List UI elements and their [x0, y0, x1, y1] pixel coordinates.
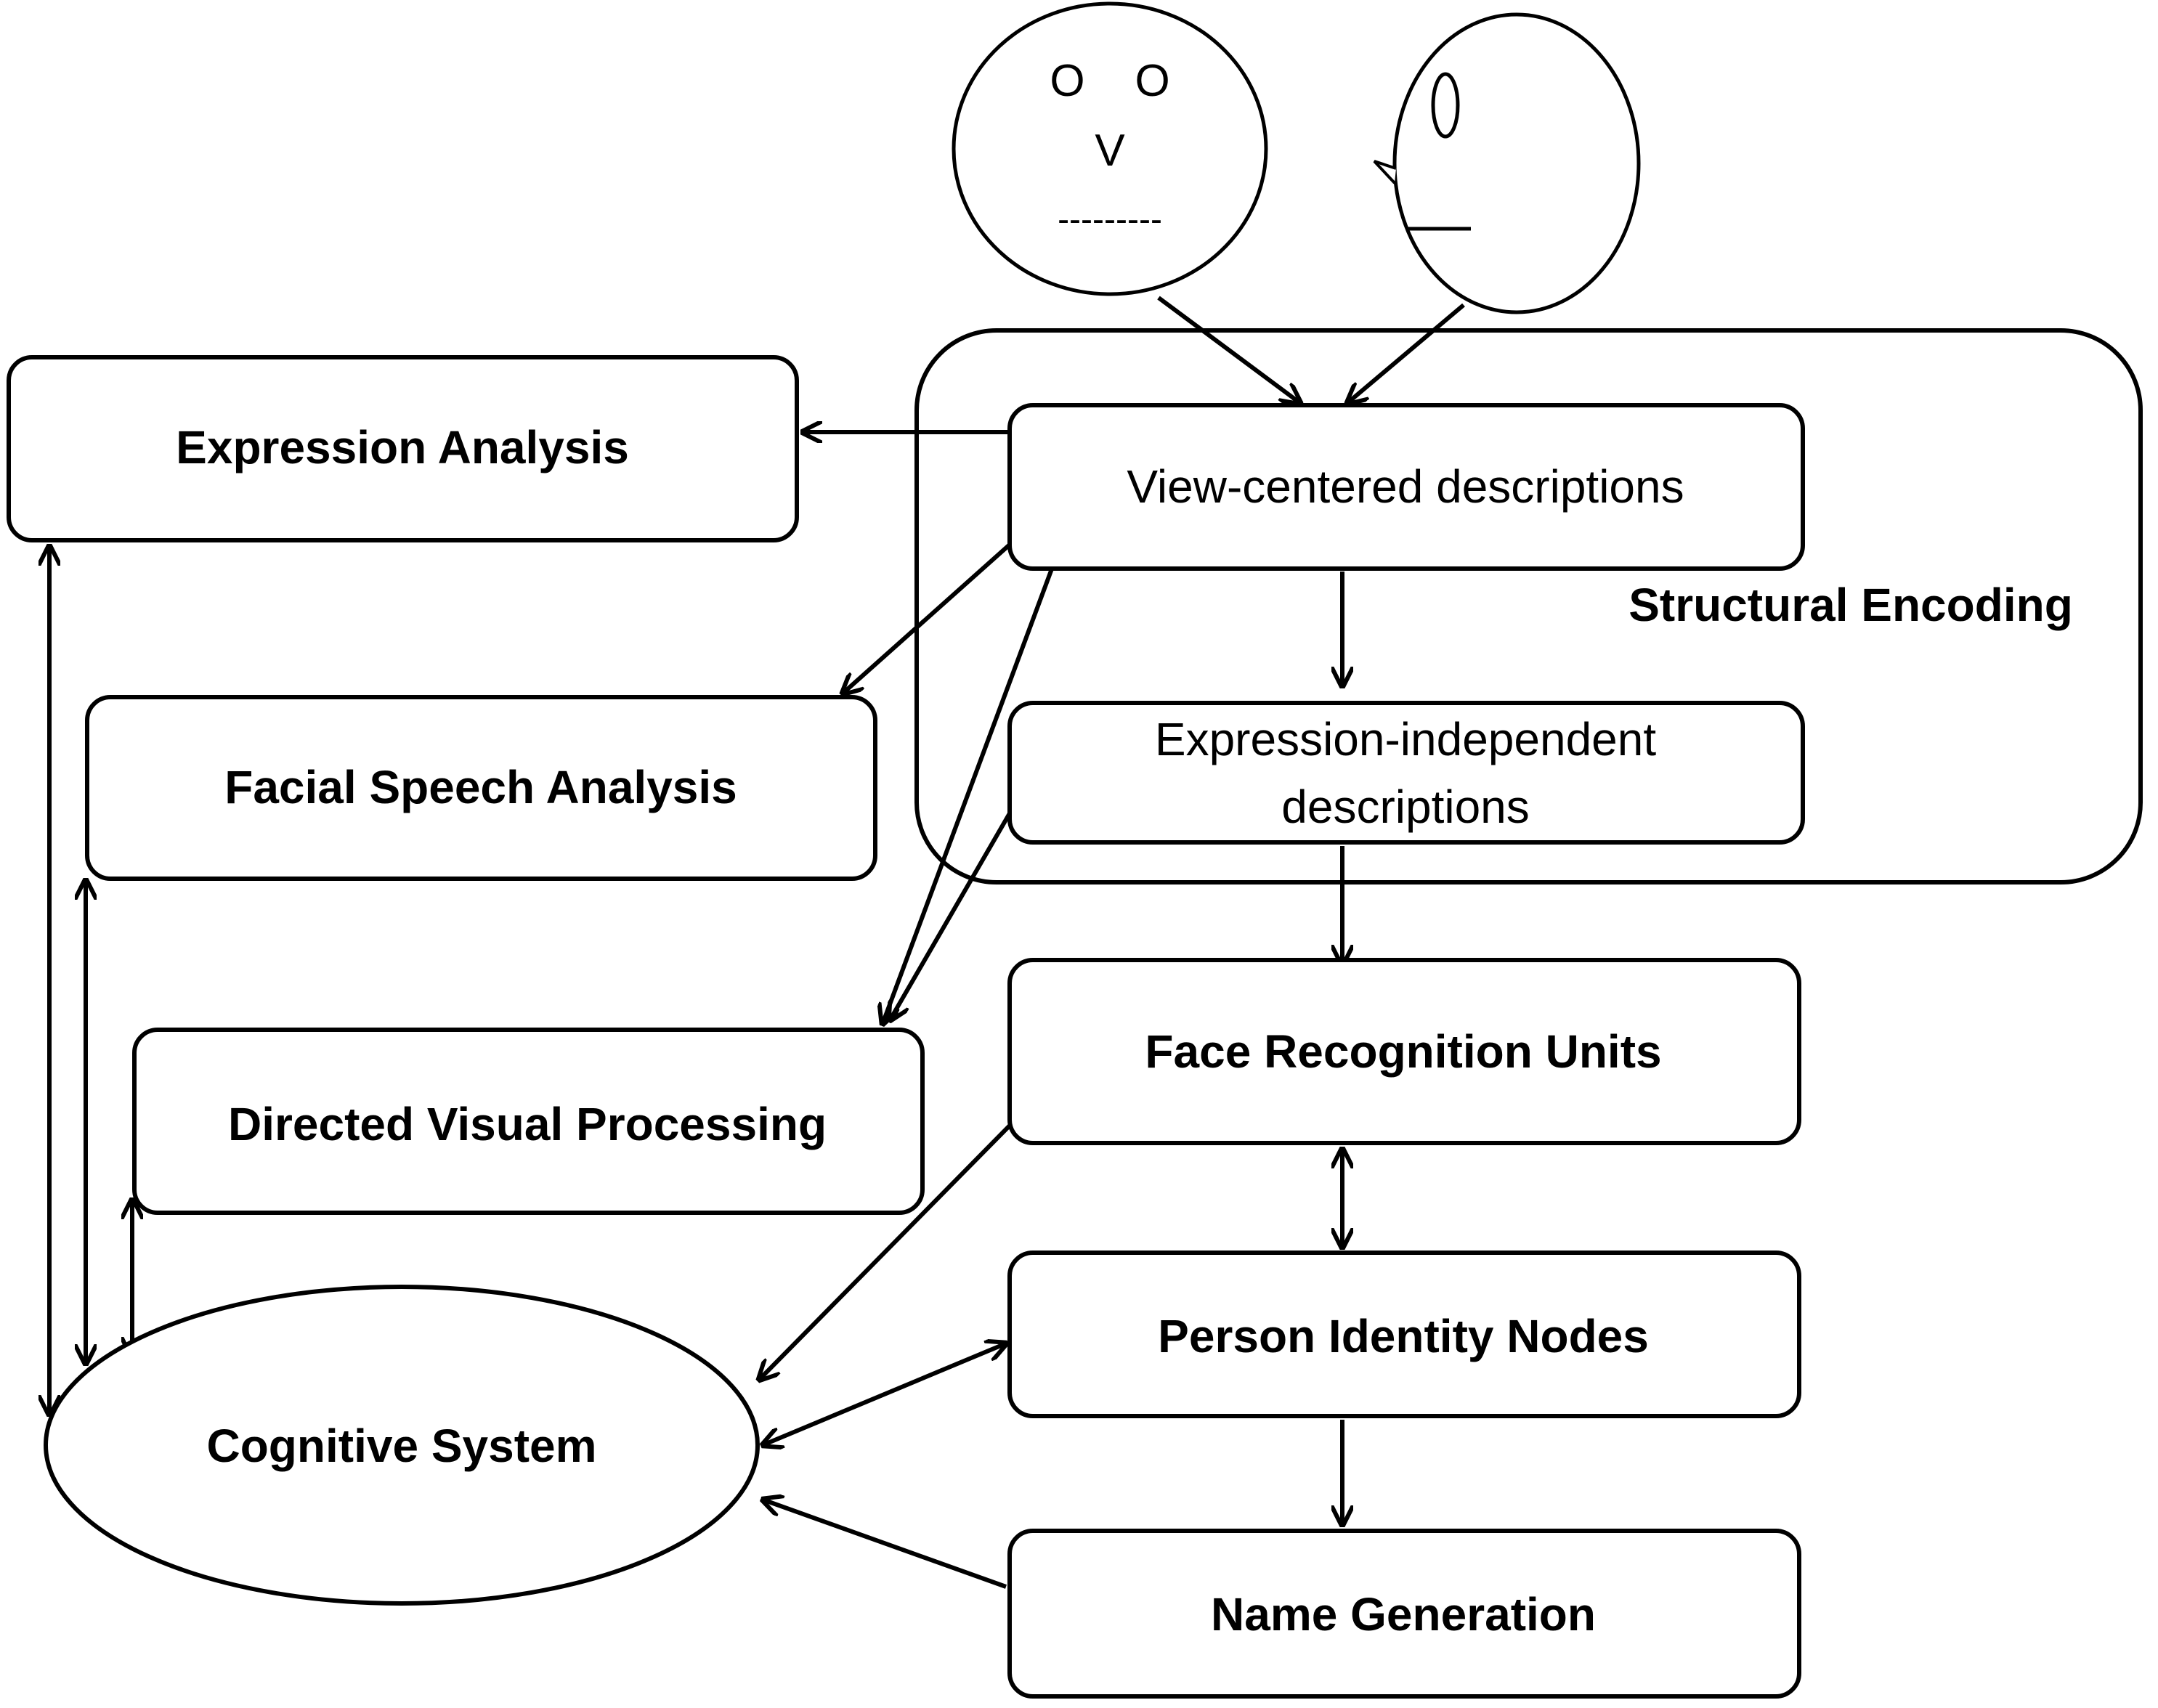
face-recognition-units-box: Face Recognition Units [1007, 958, 1801, 1145]
expression-independent-label-line1: Expression-independent [1155, 713, 1656, 765]
name-generation-label: Name Generation [1211, 1588, 1596, 1640]
expression-independent-box: Expression-independent descriptions [1007, 701, 1805, 845]
front-face-mouth: --------- [1058, 200, 1162, 239]
structural-encoding-label: Structural Encoding [1628, 579, 2073, 631]
expression-analysis-box: Expression Analysis [7, 355, 799, 542]
cognitive-system-node: Cognitive System [44, 1285, 760, 1606]
arrow-front-face-to-view [1157, 296, 1300, 403]
arrow-view-to-dvp [883, 564, 1055, 1024]
arrow-pin-cognitive [763, 1343, 1006, 1445]
directed-visual-processing-label: Directed Visual Processing [228, 1098, 827, 1150]
name-generation-box: Name Generation [1007, 1529, 1801, 1699]
expression-analysis-label: Expression Analysis [176, 421, 629, 473]
facial-speech-analysis-label: Facial Speech Analysis [224, 761, 737, 813]
side-face-eye [1431, 72, 1460, 139]
cognitive-system-label: Cognitive System [206, 1420, 596, 1472]
person-identity-nodes-box: Person Identity Nodes [1007, 1250, 1801, 1418]
connections [49, 296, 1465, 1589]
arrow-name-to-cognitive [763, 1500, 1007, 1589]
view-centered-label: View-centered descriptions [1127, 460, 1684, 513]
arrow-expr-indep-to-dvp [890, 812, 1012, 1020]
arrow-side-face-to-view [1347, 303, 1465, 403]
side-face-outline [1392, 12, 1641, 314]
view-centered-box: View-centered descriptions [1007, 403, 1805, 571]
front-face-outline [952, 1, 1268, 296]
person-identity-nodes-label: Person Identity Nodes [1158, 1310, 1649, 1362]
front-face-eyes: O O [1050, 56, 1169, 106]
side-face-nose [1373, 160, 1397, 184]
arrow-fru-to-cognitive [759, 1123, 1012, 1380]
front-face-drawing: O O V --------- [952, 1, 1268, 296]
side-face-drawing [1373, 12, 1641, 314]
face-recognition-units-label: Face Recognition Units [1145, 1025, 1661, 1078]
expression-independent-label-line2: descriptions [1281, 781, 1530, 833]
arrow-view-to-speech [843, 542, 1011, 694]
facial-speech-analysis-box: Facial Speech Analysis [85, 695, 877, 881]
structural-encoding-container [914, 328, 2143, 884]
front-face-nose: V [1095, 126, 1125, 176]
directed-visual-processing-box: Directed Visual Processing [132, 1028, 925, 1215]
